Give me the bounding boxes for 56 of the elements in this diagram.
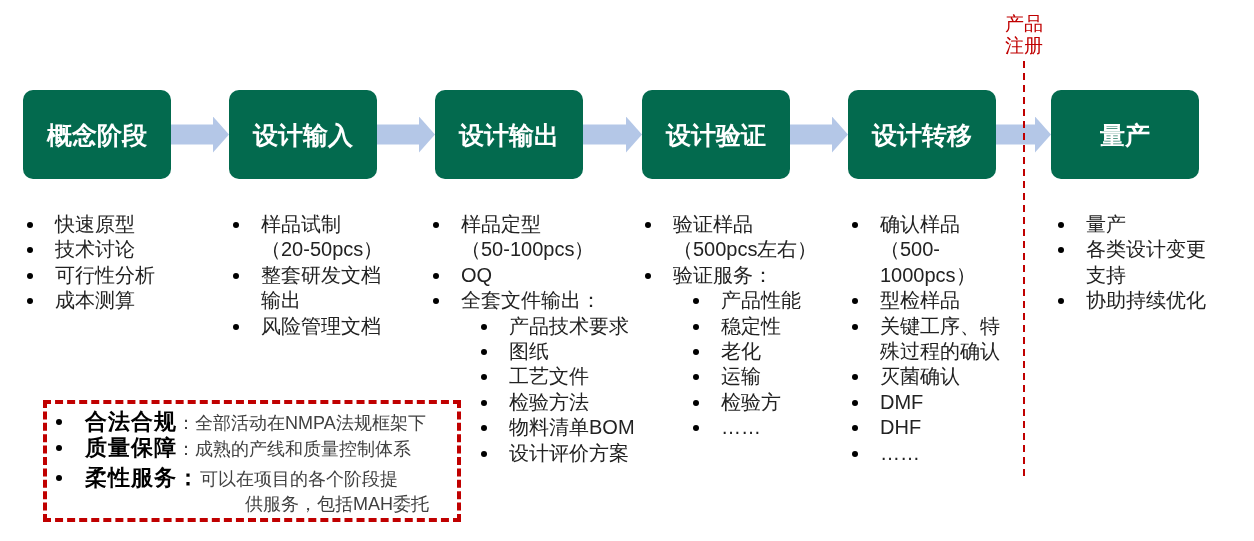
list-item: 产品技术要求	[479, 313, 639, 340]
stage-box	[229, 90, 377, 179]
list-item: 型检样品	[850, 288, 1010, 314]
note-item: 柔性服务：可以在项目的各个阶段提供服务，包括MAH委托	[56, 465, 440, 517]
list-item: DHF	[850, 415, 1010, 441]
stage-title: 量产	[1100, 119, 1150, 151]
note-item: 合法合规：全部活动在NMPA法规框架下	[56, 409, 452, 436]
stage-title: 设计转移	[872, 119, 972, 151]
stage-box	[435, 90, 583, 179]
arrow	[171, 116, 229, 153]
stage-title: 设计验证	[666, 119, 766, 151]
stage-box	[1051, 90, 1199, 179]
list-item: 工艺文件	[479, 364, 639, 390]
list-item: 物料清单BOM	[479, 415, 639, 441]
list-item: 设计评价方案	[479, 440, 639, 467]
list-item: 全套文件输出：	[431, 288, 611, 314]
list-item: OQ	[431, 262, 611, 289]
list-item: 各类设计变更支持	[1056, 237, 1216, 289]
note-item: 质量保障：成熟的产线和质量控制体系	[56, 435, 452, 462]
list-item: 检验方	[691, 389, 831, 416]
list-item: 图纸	[479, 339, 639, 365]
stage-title: 设计输入	[253, 119, 353, 151]
list-item: 可行性分析	[25, 262, 195, 289]
list-item: 量产	[1056, 212, 1216, 238]
list-item: 样品试制（20-50pcs）	[231, 212, 386, 263]
list-item: 确认样品（500-1000pcs）	[850, 212, 1010, 289]
stage-title: 设计输出	[459, 119, 559, 151]
note-box	[43, 400, 461, 522]
list-item: 产品性能	[691, 288, 831, 314]
list-item: ……	[850, 440, 1010, 467]
list-item: 验证样品（500pcs左右）	[643, 212, 823, 263]
stage-box	[23, 90, 171, 179]
stage-box	[642, 90, 790, 179]
list-item: DMF	[850, 389, 1010, 416]
list-item: 样品定型（50-100pcs）	[431, 212, 611, 263]
list-item: 技术讨论	[25, 237, 195, 263]
arrow	[790, 116, 848, 153]
list-item: ……	[691, 415, 831, 441]
list-item: 老化	[691, 339, 831, 365]
list-item: 协助持续优化	[1056, 288, 1216, 314]
list-item: 成本测算	[25, 288, 195, 314]
arrow	[583, 116, 642, 153]
list-item: 检验方法	[479, 389, 639, 416]
list-item: 运输	[691, 364, 831, 390]
list-item: 关键工序、特殊过程的确认	[850, 313, 1010, 365]
list-item: 稳定性	[691, 313, 831, 340]
arrow	[996, 116, 1051, 153]
milestone-label: 产品注册	[1005, 13, 1044, 57]
list-item: 风险管理文档	[231, 313, 386, 340]
list-item: 验证服务：	[643, 262, 823, 289]
stage-box	[848, 90, 996, 179]
list-item: 快速原型	[25, 212, 195, 238]
arrow	[377, 116, 435, 153]
stage-title: 概念阶段	[47, 119, 147, 151]
list-item: 整套研发文档输出	[231, 262, 386, 314]
list-item: 灭菌确认	[850, 364, 1010, 390]
